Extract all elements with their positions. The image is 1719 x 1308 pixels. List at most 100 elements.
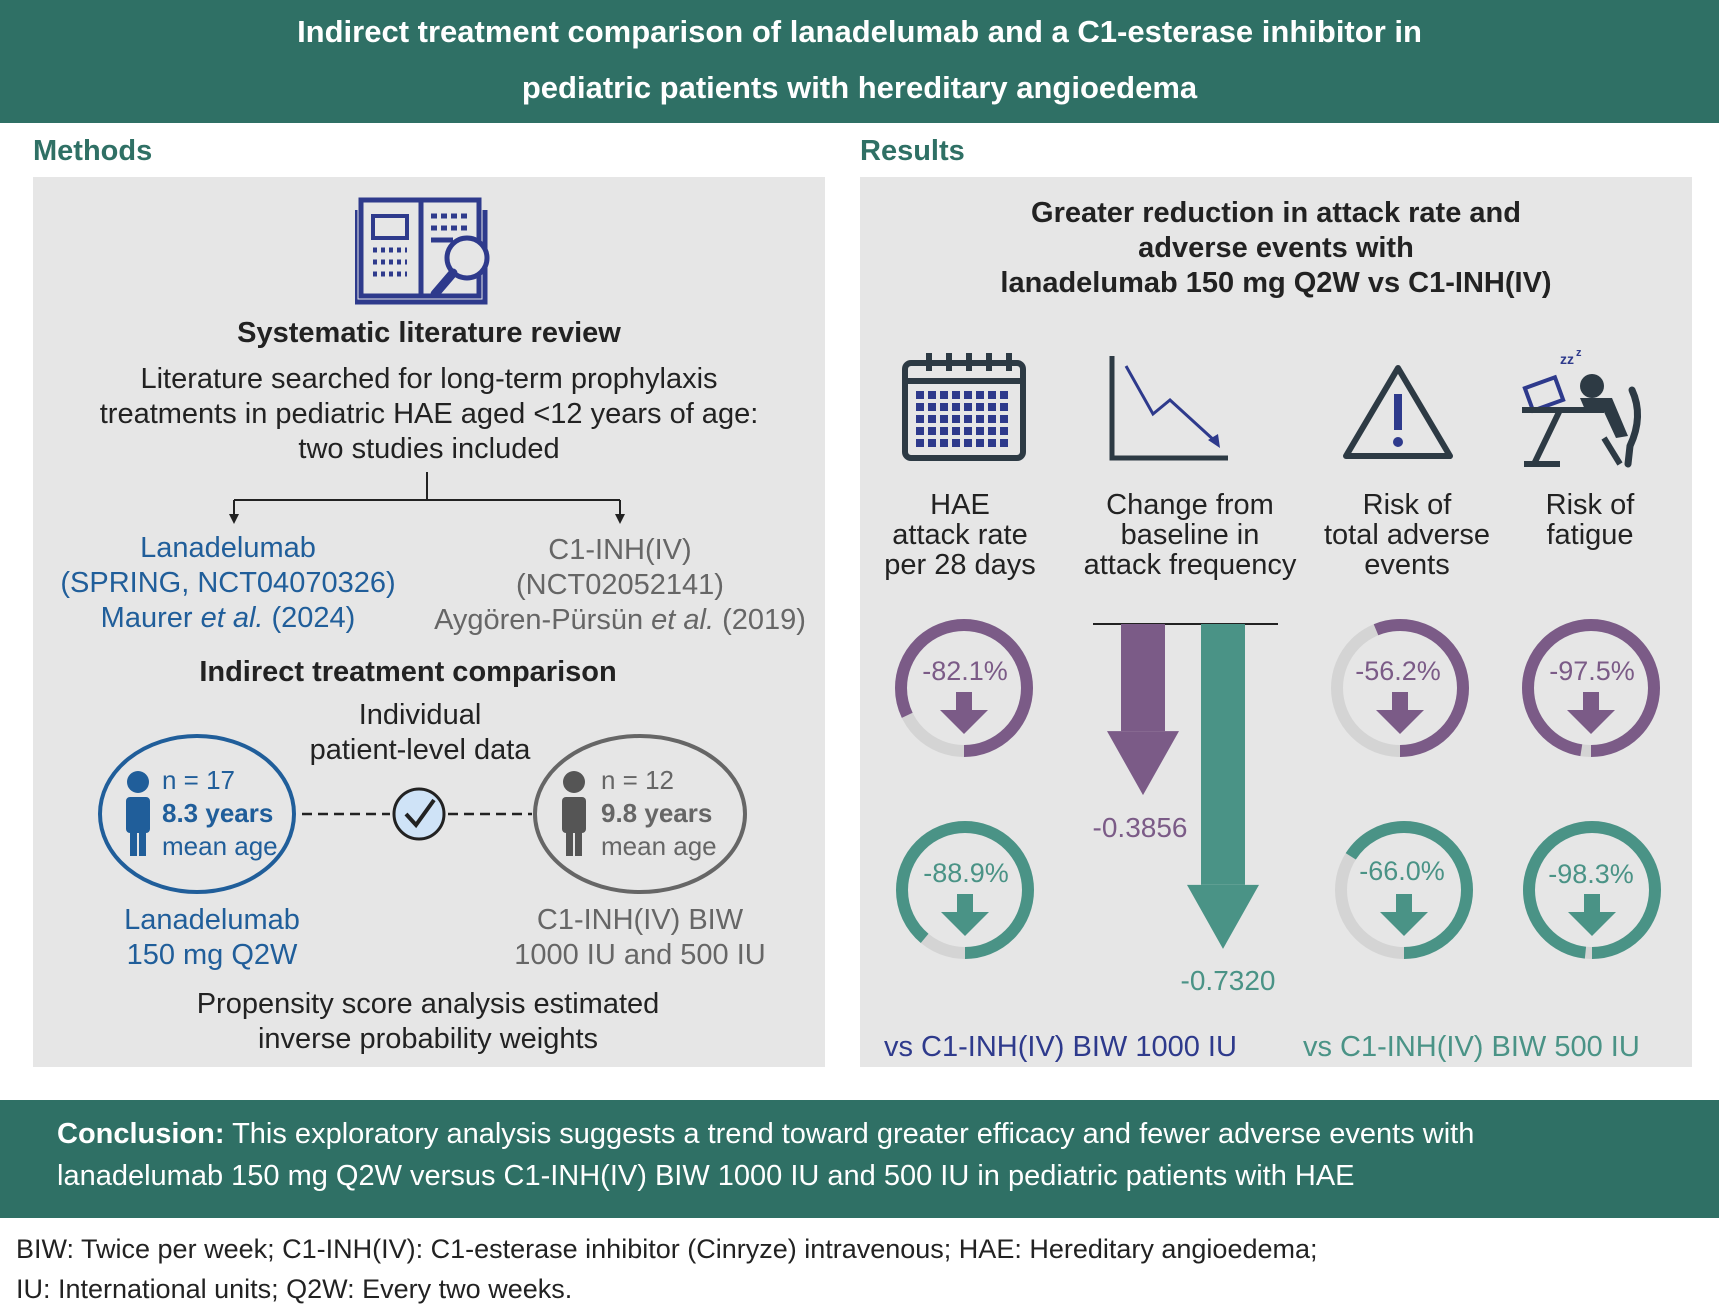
study-trial: (NCT02052141) [516, 569, 724, 601]
methods-heading: Methods [33, 135, 153, 167]
group-age: 8.3 years [162, 798, 274, 828]
calendar-day [928, 391, 936, 399]
calendar-day [928, 427, 936, 435]
ring-1000-2-arrow-stem [1583, 692, 1599, 712]
ring-value-attack-500: -88.9% [923, 858, 1009, 888]
outcome-label-line: attack rate [892, 519, 1028, 551]
calendar-day [976, 403, 984, 411]
calendar-day [976, 415, 984, 423]
ring-value-fatigue-1000: -97.5% [1549, 656, 1635, 686]
ipd-label-line: patient-level data [309, 734, 531, 766]
calendar-day [952, 427, 960, 435]
right-group-treatment: C1-INH(IV) BIW 1000 IU and 500 IU [470, 903, 810, 973]
calendar-day [940, 391, 948, 399]
results-heading: Results [860, 135, 965, 167]
change-bar-1000-head [1107, 731, 1179, 796]
calendar-day [988, 391, 996, 399]
comparator-label-500: vs C1-INH(IV) BIW 500 IU [1303, 1031, 1640, 1063]
ipd-label-line: Individual [358, 699, 482, 731]
outcome-label-line: Risk of [1362, 489, 1452, 521]
change-value-500: -0.7320 [1180, 965, 1276, 996]
calendar-day [1000, 403, 1008, 411]
ring-500-1-arrow-head [1380, 912, 1428, 936]
ring-1000-1-arrow-stem [1392, 692, 1408, 712]
treatment-line: C1-INH(IV) BIW [536, 904, 744, 936]
review-text-line: treatments in pediatric HAE aged <12 yea… [99, 398, 759, 430]
calendar-day [916, 391, 924, 399]
ring-1000-1-arc [1331, 619, 1469, 757]
calendar-day [940, 403, 948, 411]
itc-title: Indirect treatment comparison [199, 656, 617, 688]
calendar-day [988, 439, 996, 447]
calendar-day [1000, 415, 1008, 423]
group-age-label: mean age [601, 831, 717, 861]
ring-value-ae-500: -66.0% [1359, 856, 1445, 886]
calendar-day [952, 415, 960, 423]
study-trial: (SPRING, NCT04070326) [60, 567, 396, 599]
ring-1000-0-arrow-stem [956, 692, 972, 712]
outcome-label-line: Change from [1106, 489, 1274, 521]
calendar-day [988, 427, 996, 435]
calendar-day [952, 391, 960, 399]
change-value-1000: -0.3856 [1092, 812, 1188, 843]
calendar-day [976, 439, 984, 447]
trend-down-icon [1109, 356, 1228, 461]
conclusion-line-1: Conclusion: This exploratory analysis su… [57, 1118, 1474, 1151]
study-name: Lanadelumab [140, 532, 316, 564]
propensity-line: Propensity score analysis estimated [196, 988, 660, 1020]
outcome-label-line: Risk of [1545, 489, 1635, 521]
ring-500-2-arrow-stem [1584, 894, 1600, 914]
group-n: n = 12 [601, 765, 675, 795]
calendar-day [928, 415, 936, 423]
ring-500-2-arc [1523, 821, 1661, 959]
ring-1000-0-arc [895, 619, 1033, 757]
calendar-day [976, 427, 984, 435]
left-group-stats: n = 17 8.3 years mean age [162, 764, 278, 863]
propensity-line: inverse probability weights [257, 1023, 599, 1055]
citation-etal: et al. [651, 604, 715, 636]
patient-group-comparison [98, 734, 747, 894]
right-group-stats: n = 12 9.8 years mean age [601, 764, 717, 863]
propensity-text: Propensity score analysis estimated inve… [33, 987, 823, 1057]
conclusion-line-2: lanadelumab 150 mg Q2W versus C1-INH(IV)… [57, 1160, 1355, 1192]
review-text-line: Literature searched for long-term prophy… [140, 363, 718, 395]
ring-500-0-arc [896, 821, 1034, 959]
study-split-arrows [229, 472, 625, 524]
citation-author: Maurer [100, 602, 193, 634]
calendar-day [1000, 439, 1008, 447]
subtitle-line: adverse events with [1138, 232, 1414, 264]
ring-1000-0-arrow-head [940, 710, 988, 734]
citation-year: (2019) [722, 604, 806, 636]
title-line-1: Indirect treatment comparison of lanadel… [297, 14, 1422, 49]
calendar-day [916, 427, 924, 435]
outcome-label-line: HAE [930, 489, 990, 521]
ring-value-attack-1000: -82.1% [922, 656, 1008, 686]
review-text: Literature searched for long-term prophy… [33, 362, 825, 467]
ring-value-fatigue-500: -98.3% [1548, 859, 1634, 889]
citation-etal: et al. [200, 602, 264, 634]
results-panel [860, 177, 1692, 1067]
ring-500-1-arrow-stem [1396, 894, 1412, 914]
svg-text:zz: zz [1560, 351, 1574, 367]
calendar-day [988, 403, 996, 411]
outcome-label-line: events [1364, 549, 1450, 581]
results-chart [895, 619, 1661, 959]
calendar-day [976, 391, 984, 399]
subtitle-line: Greater reduction in attack rate and [1031, 197, 1521, 229]
conclusion-label: Conclusion: [57, 1118, 225, 1150]
literature-review-icon [355, 197, 490, 305]
citation-author: Aygören-Pürsün [434, 604, 644, 636]
group-age: 9.8 years [601, 798, 713, 828]
calendar-day [928, 439, 936, 447]
change-bar-500-head [1187, 884, 1259, 949]
treatment-line: 150 mg Q2W [126, 939, 298, 971]
review-text-line: two studies included [298, 433, 560, 465]
ring-1000-1-arrow-head [1376, 710, 1424, 734]
citation-year: (2024) [271, 602, 356, 634]
calendar-icon [902, 353, 1026, 461]
conclusion-text: This exploratory analysis suggests a tre… [232, 1118, 1475, 1150]
outcome-label-line: per 28 days [884, 549, 1036, 581]
warning-icon [1343, 365, 1453, 459]
change-bar-500-shaft [1201, 624, 1245, 885]
ring-500-0-arrow-stem [957, 894, 973, 914]
